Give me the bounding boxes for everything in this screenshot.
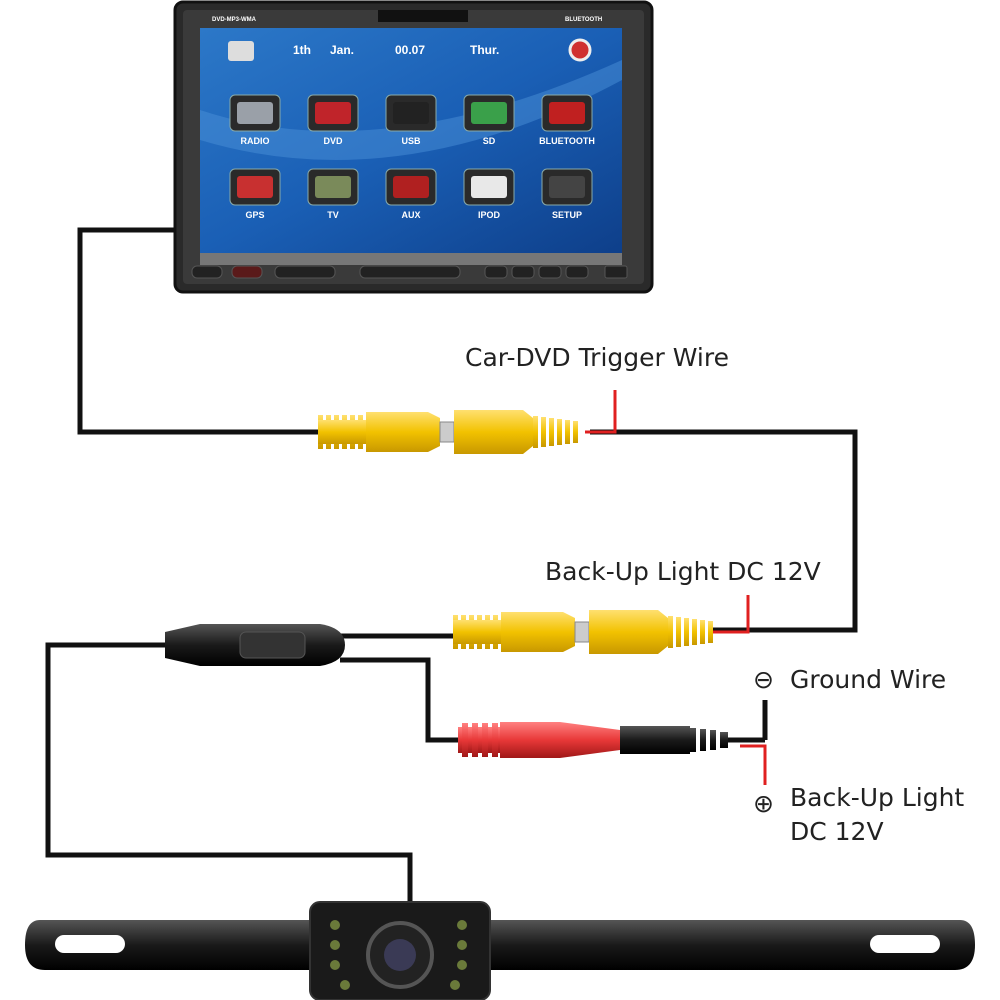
browser-icon[interactable] [568, 38, 592, 62]
app-gps[interactable]: GPS [229, 168, 281, 220]
app-label: USB [401, 136, 421, 146]
wires [45, 227, 858, 905]
app-radio[interactable]: RADIO [229, 94, 281, 146]
gps-icon [237, 176, 273, 198]
power-wire-red [740, 744, 767, 785]
backup-light-top-label: Back-Up Light DC 12V [545, 557, 821, 586]
bluetooth-icon [549, 102, 585, 124]
app-bluetooth[interactable]: BLUETOOTH [539, 94, 595, 146]
app-label: TV [327, 210, 339, 220]
radio-icon [237, 102, 273, 124]
video-wire-right [590, 429, 858, 633]
power-branch-wire [340, 657, 458, 743]
clock-time: 00.07 [395, 43, 425, 57]
backup-light-label-line1: Back-Up Light [790, 783, 964, 812]
usb-icon [393, 102, 429, 124]
power-connector [458, 722, 728, 758]
tv-icon [315, 176, 351, 198]
app-label: SETUP [552, 210, 582, 220]
rca-connector-trigger [318, 410, 578, 454]
trigger-wire-label: Car-DVD Trigger Wire [465, 343, 729, 372]
app-label: AUX [401, 210, 420, 220]
model-text: DVD-MP3-WMA [212, 17, 257, 23]
video-wire-headunit [77, 227, 320, 435]
app-label: GPS [245, 210, 264, 220]
license-plate-camera [25, 901, 975, 1000]
app-setup[interactable]: SETUP [541, 168, 593, 220]
setup-icon [549, 176, 585, 198]
app-label: DVD [323, 136, 343, 146]
date-day: 1th [293, 43, 311, 57]
car-dvd-head-unit: DVD-MP3-WMA BLUETOOTH 1th Jan. 00.07 Thu… [173, 0, 654, 294]
app-label: BLUETOOTH [539, 136, 595, 146]
app-label: RADIO [241, 136, 270, 146]
app-label: SD [483, 136, 496, 146]
app-ipod[interactable]: IPOD [463, 168, 515, 220]
app-aux[interactable]: AUX [385, 168, 437, 220]
sd-icon [471, 102, 507, 124]
dvd-icon [315, 102, 351, 124]
trigger-wire-red [585, 390, 617, 434]
minus-icon: ⊖ [753, 665, 774, 694]
home-icon[interactable] [228, 41, 254, 61]
backup-light-label-line2: DC 12V [790, 817, 884, 846]
backup-trigger-wire-red [712, 595, 750, 634]
app-sd[interactable]: SD [463, 94, 515, 146]
aux-icon [393, 176, 429, 198]
bluetooth-badge: BLUETOOTH [565, 17, 602, 23]
app-dvd[interactable]: DVD [307, 94, 359, 146]
weekday: Thur. [470, 43, 499, 57]
rca-connector-video [453, 610, 713, 654]
plus-icon: ⊕ [753, 789, 774, 818]
app-usb[interactable]: USB [385, 94, 437, 146]
ipod-icon [471, 176, 507, 198]
camera-main-wire [45, 642, 413, 905]
ground-wire-label: Ground Wire [790, 665, 946, 694]
camera-cable-module [165, 624, 345, 666]
app-tv[interactable]: TV [307, 168, 359, 220]
app-label: IPOD [478, 210, 501, 220]
date-month: Jan. [330, 43, 354, 57]
